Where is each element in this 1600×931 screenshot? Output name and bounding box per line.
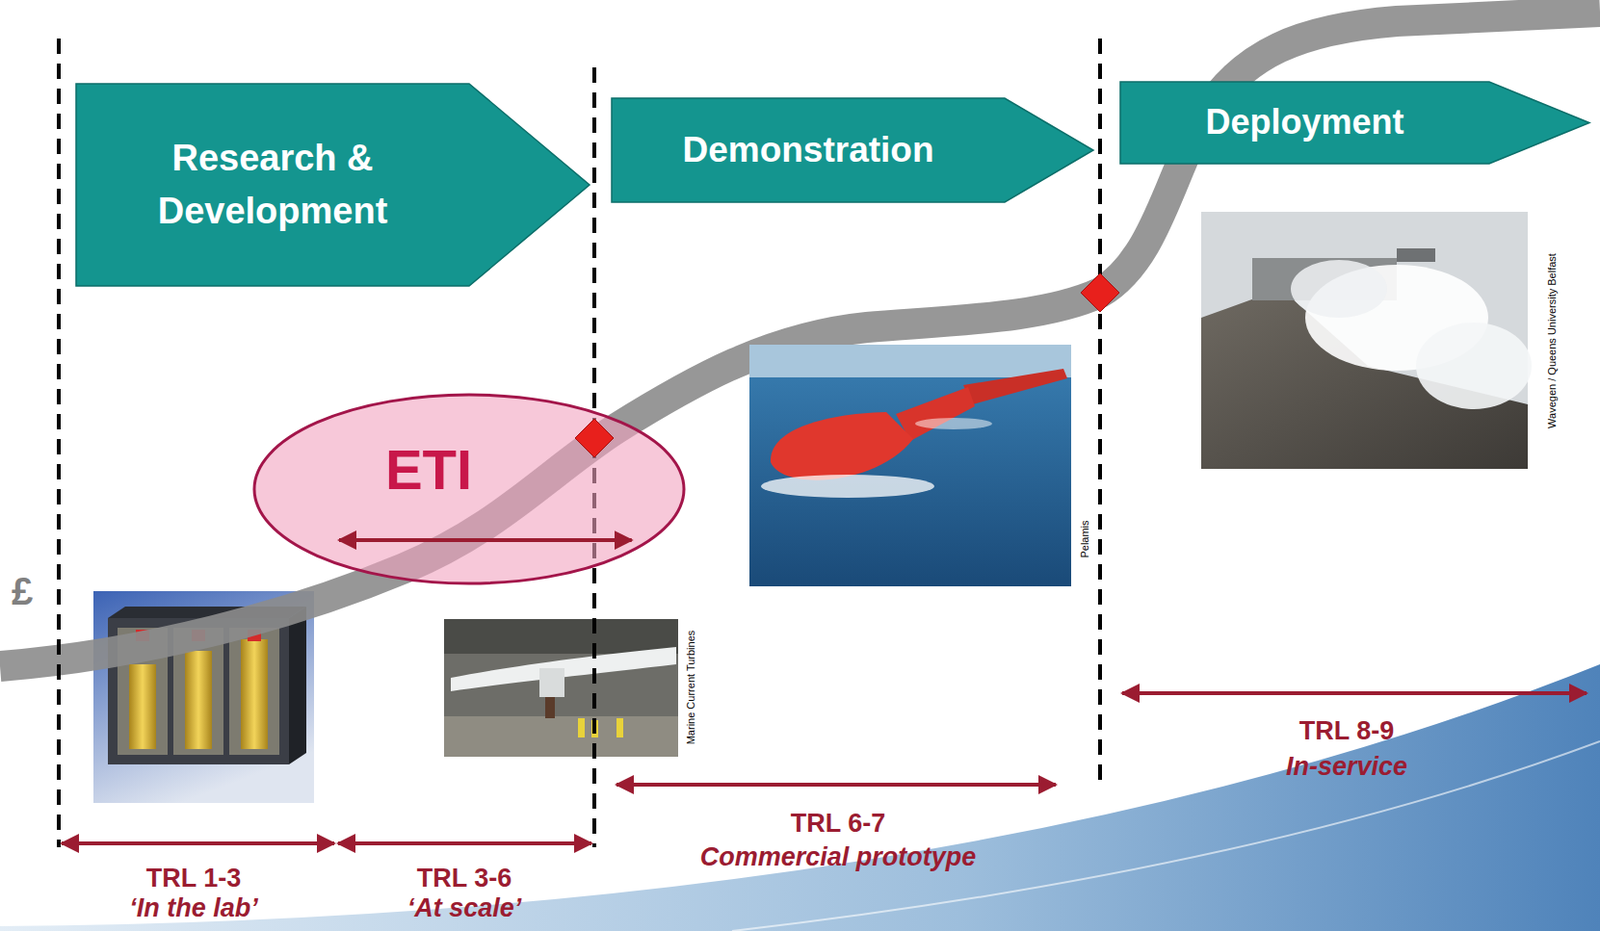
milestone-diamond: [1080, 273, 1120, 313]
text-wrap: ETI: [385, 439, 473, 501]
trl-range: TRL 8-9: [1299, 716, 1395, 747]
trl-description: ‘At scale’: [407, 893, 523, 924]
phase-chevron: Deployment: [1120, 81, 1590, 164]
chevron-fill: [1120, 81, 1590, 164]
text-wrap: Demonstration: [681, 124, 934, 177]
milestone-diamond: [575, 419, 614, 458]
text-wrap: Deployment: [1205, 97, 1404, 148]
eti-label: ETI: [385, 439, 473, 501]
lab-rig-side: [288, 606, 307, 765]
trl-range: TRL 3-6: [417, 864, 513, 894]
text-box: ETI: [385, 439, 473, 501]
trl-description: ‘In the lab’: [129, 893, 259, 924]
range-arrow: [616, 783, 1056, 787]
phase-divider: [1098, 38, 1102, 790]
worker: [577, 718, 585, 738]
swoosh-highlight: [732, 741, 1600, 931]
turbine-photo: [444, 619, 679, 758]
pelamis-section: [895, 387, 975, 442]
wave-plant-crane: [1396, 248, 1436, 263]
photo-credit: Marine Current Turbines: [684, 630, 698, 746]
trl-description: In-service: [1285, 752, 1408, 783]
phase-chevron: Demonstration: [611, 98, 1094, 203]
blade-root: [539, 668, 565, 698]
text-box: Research & Development: [76, 83, 470, 287]
foam: [760, 474, 935, 499]
range-arrow: [61, 841, 335, 846]
axis-symbol: £: [11, 569, 33, 614]
pelamis-nose: [770, 412, 914, 481]
eti-ellipse: ETI: [252, 393, 686, 586]
range-arrow: [1122, 691, 1587, 696]
lab-cylinder: [184, 651, 212, 750]
eti-ellipse-fill: [254, 394, 684, 584]
trl-description: Commercial prototype: [700, 842, 977, 873]
phase-label: Deployment: [1205, 97, 1404, 148]
spray: [1416, 322, 1532, 410]
chevron-shape: [76, 83, 590, 287]
phase-label: Research & Development: [99, 131, 446, 238]
worker: [616, 718, 624, 738]
text-box: Demonstration: [611, 98, 1005, 203]
photo-credit: Wavegen / Queens University Belfast: [1546, 253, 1559, 429]
phase-chevron: Research & Development: [76, 83, 590, 287]
trl-range: TRL 6-7: [790, 809, 887, 840]
foam: [915, 418, 993, 430]
lab-cell: [229, 628, 280, 756]
pelamis-photo: [749, 344, 1072, 587]
eti-range-arrow: [339, 538, 632, 543]
factory-roof: [444, 619, 679, 655]
chevron-fill: [76, 83, 590, 287]
trl-range: TRL 1-3: [146, 864, 242, 894]
factory-floor: [444, 716, 679, 758]
photo-credit: Pelamis: [1078, 520, 1092, 558]
pelamis-tail: [963, 368, 1068, 405]
range-arrow: [338, 841, 592, 846]
spray: [1290, 260, 1388, 318]
lab-cylinder: [129, 664, 157, 750]
phase-label: Demonstration: [681, 124, 934, 177]
blade-stand: [545, 697, 555, 719]
phase-divider: [56, 38, 61, 848]
lab-cylinder: [240, 639, 268, 750]
text-box: Deployment: [1120, 81, 1490, 164]
chevron-fill: [611, 98, 1094, 203]
sky: [749, 344, 1072, 378]
text-wrap: Research & Development: [99, 131, 446, 238]
progress-band: [0, 11, 1600, 667]
